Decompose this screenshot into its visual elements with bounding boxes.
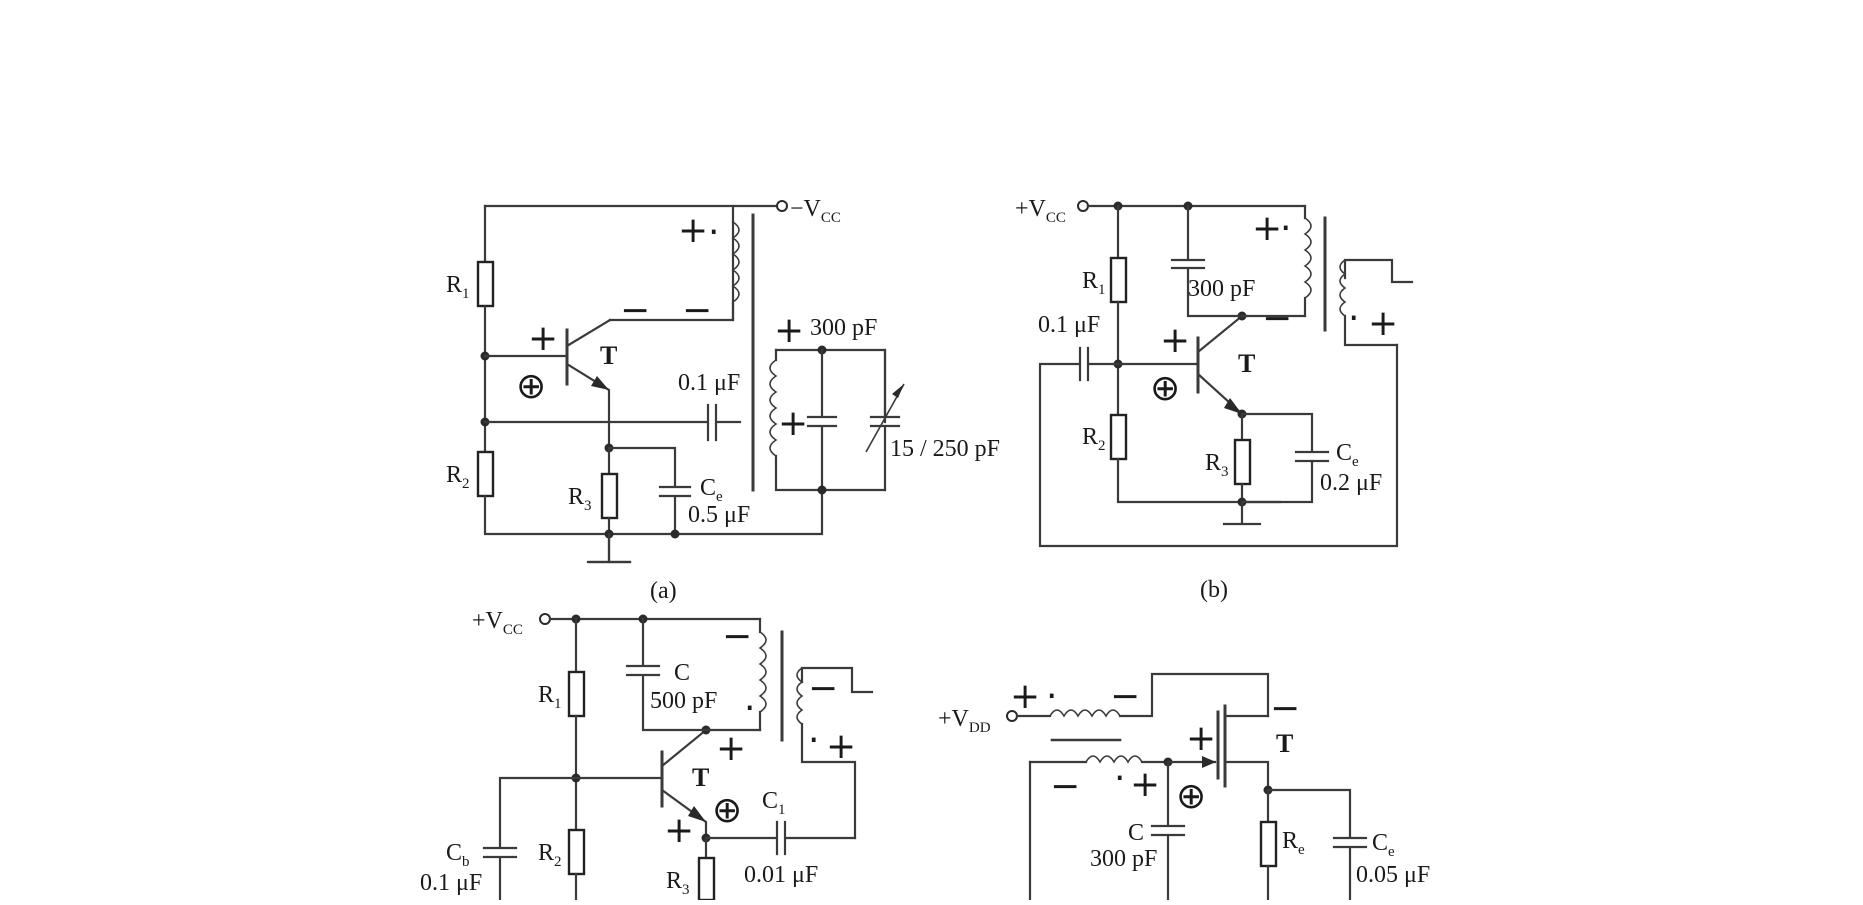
circuit-a: −VCC R1 R2 T R3 (446, 196, 1000, 604)
svg-text:−: − (808, 668, 838, 709)
svg-text:·: · (1046, 676, 1057, 717)
circuit-d: +VDD T C 300 pF Re Ce 0.05 μF + · (938, 672, 1430, 902)
svg-text:+: + (716, 728, 746, 769)
svg-text:−: − (1270, 688, 1300, 729)
svg-text:·: · (1280, 208, 1291, 249)
svg-text:C: C (1128, 820, 1144, 846)
svg-text:R3: R3 (568, 484, 592, 514)
svg-text:0.1 μF: 0.1 μF (420, 870, 482, 896)
svg-text:⊕: ⊕ (1176, 776, 1206, 817)
svg-text:+: + (826, 726, 856, 767)
svg-text:+: + (664, 810, 694, 851)
resistor-r2-c (567, 828, 586, 876)
svg-text:C1: C1 (762, 788, 786, 818)
svg-text:R2: R2 (446, 462, 470, 492)
resistor-r3-c (697, 856, 716, 902)
svg-text:·: · (808, 720, 819, 761)
svg-text:−VCC: −VCC (790, 196, 841, 226)
vcc-terminal-b (1077, 200, 1089, 212)
svg-text:+: + (1252, 208, 1282, 249)
svg-text:−: − (1050, 766, 1080, 807)
svg-text:⊕: ⊕ (1150, 368, 1180, 409)
svg-text:T: T (692, 763, 709, 792)
svg-text:−: − (620, 290, 650, 331)
svg-text:+: + (774, 310, 804, 351)
resistor-r3-a (600, 472, 619, 520)
svg-text:T: T (600, 341, 617, 370)
svg-text:·: · (1348, 298, 1359, 339)
svg-text:R3: R3 (1205, 450, 1229, 480)
svg-text:⊕: ⊕ (712, 790, 742, 831)
svg-text:300 pF: 300 pF (1188, 276, 1255, 302)
svg-text:15 / 250 pF: 15 / 250 pF (890, 436, 1000, 462)
svg-text:500 pF: 500 pF (650, 688, 717, 714)
svg-text:0.5 μF: 0.5 μF (688, 502, 750, 528)
svg-text:(b): (b) (1200, 577, 1228, 603)
resistor-re-d (1259, 820, 1278, 868)
svg-text:R3: R3 (666, 868, 690, 898)
svg-text:0.05 μF: 0.05 μF (1356, 862, 1430, 888)
svg-text:+: + (778, 403, 808, 444)
svg-text:0.01 μF: 0.01 μF (744, 862, 818, 888)
svg-text:Ce: Ce (1336, 440, 1359, 470)
svg-text:0.2 μF: 0.2 μF (1320, 470, 1382, 496)
svg-text:+VCC: +VCC (472, 608, 523, 638)
svg-text:+: + (678, 210, 708, 251)
svg-text:R1: R1 (538, 682, 562, 712)
svg-text:−: − (1110, 676, 1140, 717)
svg-text:T: T (1238, 349, 1255, 378)
svg-text:·: · (1114, 758, 1125, 799)
svg-text:·: · (708, 212, 719, 253)
svg-text:−: − (1262, 298, 1292, 339)
svg-text:T: T (1276, 729, 1293, 758)
resistor-r1-a (476, 260, 495, 308)
vcc-terminal-c (539, 613, 551, 625)
circuit-b: +VCC R1 R2 0.1 μF T 300 pF (1015, 196, 1414, 603)
resistor-r2-b (1109, 413, 1128, 461)
svg-text:Ce: Ce (700, 475, 723, 505)
svg-text:R1: R1 (1082, 268, 1106, 298)
svg-text:Re: Re (1282, 828, 1305, 858)
svg-text:−: − (682, 290, 712, 331)
svg-text:Cb: Cb (446, 840, 470, 870)
svg-text:300 pF: 300 pF (810, 315, 877, 341)
svg-text:C: C (674, 660, 690, 686)
svg-text:0.1 μF: 0.1 μF (1038, 312, 1100, 338)
svg-text:−: − (722, 616, 752, 657)
svg-text:Ce: Ce (1372, 830, 1395, 860)
svg-text:(a): (a) (650, 578, 677, 604)
resistor-r1-c (567, 670, 586, 718)
svg-text:+: + (1186, 718, 1216, 759)
svg-text:300 pF: 300 pF (1090, 846, 1157, 872)
svg-text:·: · (744, 688, 755, 729)
svg-text:+: + (1160, 320, 1190, 361)
circuit-c: +VCC R1 R2 Cb 0.1 μF T C 500 pF (420, 608, 874, 902)
resistor-r1-b (1109, 256, 1128, 304)
svg-text:+VCC: +VCC (1015, 196, 1066, 226)
svg-text:⊕: ⊕ (516, 366, 546, 407)
resistor-r3-b (1233, 438, 1252, 486)
svg-text:+: + (1130, 764, 1160, 805)
svg-text:+: + (528, 318, 558, 359)
svg-text:0.1 μF: 0.1 μF (678, 370, 740, 396)
vcc-terminal-a (776, 200, 788, 212)
svg-text:R2: R2 (538, 840, 562, 870)
svg-text:R1: R1 (446, 272, 470, 302)
svg-text:+VDD: +VDD (938, 706, 991, 736)
svg-text:+: + (1010, 676, 1040, 717)
svg-text:R2: R2 (1082, 424, 1106, 454)
svg-text:+: + (1368, 303, 1398, 344)
resistor-r2-a (476, 450, 495, 498)
